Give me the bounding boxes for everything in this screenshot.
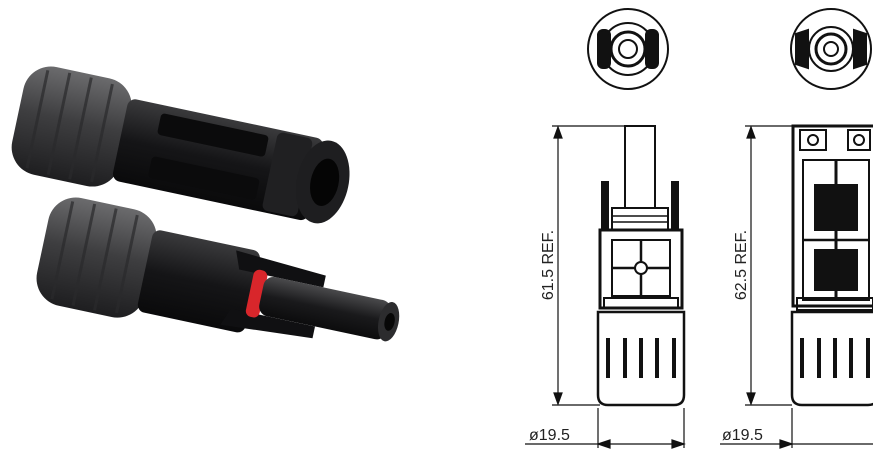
length-label-1: 61.5 REF. bbox=[540, 230, 557, 300]
diameter-dimension-2 bbox=[720, 408, 873, 449]
female-connector-photo bbox=[11, 66, 350, 224]
end-view-2 bbox=[790, 8, 872, 90]
length-dimension-1 bbox=[552, 125, 628, 406]
drawing-2 bbox=[720, 8, 873, 449]
diameter-label-1: ø19.5 bbox=[529, 427, 570, 444]
length-label-2: 62.5 REF. bbox=[733, 230, 750, 300]
diameter-dimension-1 bbox=[525, 408, 686, 449]
end-view-1 bbox=[587, 8, 669, 90]
length-dimension-2 bbox=[745, 125, 793, 406]
male-connector-photo bbox=[36, 197, 400, 342]
diameter-label-2: ø19.5 bbox=[722, 427, 763, 444]
drawing-1 bbox=[525, 8, 686, 449]
side-view-2 bbox=[790, 124, 873, 407]
side-view-1 bbox=[596, 125, 686, 407]
